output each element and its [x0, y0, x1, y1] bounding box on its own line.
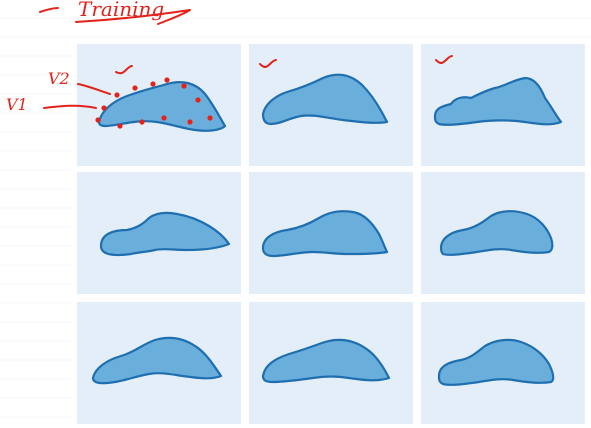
grid-cell-5	[249, 172, 413, 294]
blob-shape-3	[433, 76, 563, 126]
check-mark-1	[115, 65, 133, 75]
landmark-dot	[164, 77, 170, 83]
landmark-dot	[207, 115, 213, 121]
title-left-stroke	[39, 7, 59, 13]
landmark-dot	[132, 85, 138, 91]
landmark-dots	[95, 77, 213, 129]
landmark-dot	[95, 117, 101, 123]
title-underline	[75, 9, 191, 25]
blob-shape-8	[261, 338, 391, 384]
blob-shape-7	[91, 336, 223, 385]
v2-arrow	[77, 83, 111, 95]
blob-shape-1	[97, 81, 227, 132]
grid-cell-7	[77, 302, 241, 424]
grid-cell-8	[249, 302, 413, 424]
landmark-dot	[117, 123, 123, 129]
check-mark-2	[259, 59, 277, 68]
blob-shape-5	[261, 210, 389, 258]
blob-shape-6	[439, 210, 554, 256]
landmark-dot	[195, 97, 201, 103]
landmark-dot	[161, 115, 167, 121]
check-mark-3	[435, 55, 453, 64]
blob-shape-4	[99, 211, 231, 257]
landmark-dot	[150, 81, 156, 87]
landmark-dot	[181, 83, 187, 89]
grid-cell-2	[249, 44, 413, 166]
landmark-dot	[187, 119, 193, 125]
v1-arrow	[43, 104, 97, 109]
grid-cell-6	[421, 172, 585, 294]
label-v1: V1	[6, 95, 28, 114]
blob-shape-2	[261, 73, 389, 126]
grid-cell-3	[421, 44, 585, 166]
label-v2: V2	[48, 69, 70, 88]
landmark-dot	[139, 119, 145, 125]
grid-cell-9	[421, 302, 585, 424]
sample-grid	[72, 38, 591, 428]
landmark-dot	[114, 92, 120, 98]
grid-cell-4	[77, 172, 241, 294]
grid-cell-1	[77, 44, 241, 166]
blob-shape-9	[437, 338, 555, 386]
landmark-dot	[101, 105, 107, 111]
